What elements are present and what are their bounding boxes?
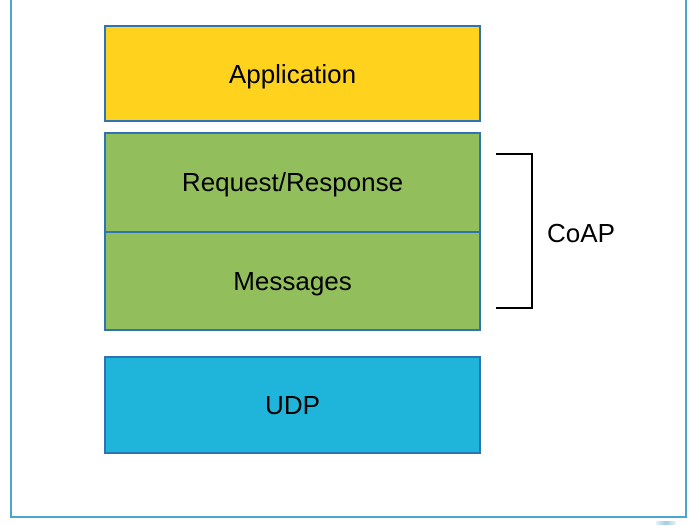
coap-bracket [496, 153, 533, 309]
layer-label-request-response: Request/Response [181, 167, 404, 198]
layer-label-application: Application [228, 58, 357, 89]
corner-render-artifact [656, 521, 676, 525]
coap-bracket-label: CoAP [547, 218, 615, 248]
layer-box-udp: UDP [104, 356, 481, 454]
layer-label-udp: UDP [265, 390, 320, 420]
layer-box-coap-group: Request/Response Messages [104, 132, 481, 331]
layer-label-messages: Messages [233, 265, 352, 296]
layer-box-request-response: Request/Response [106, 134, 479, 231]
layer-box-application: Application [104, 25, 481, 122]
layer-box-messages: Messages [106, 230, 479, 330]
